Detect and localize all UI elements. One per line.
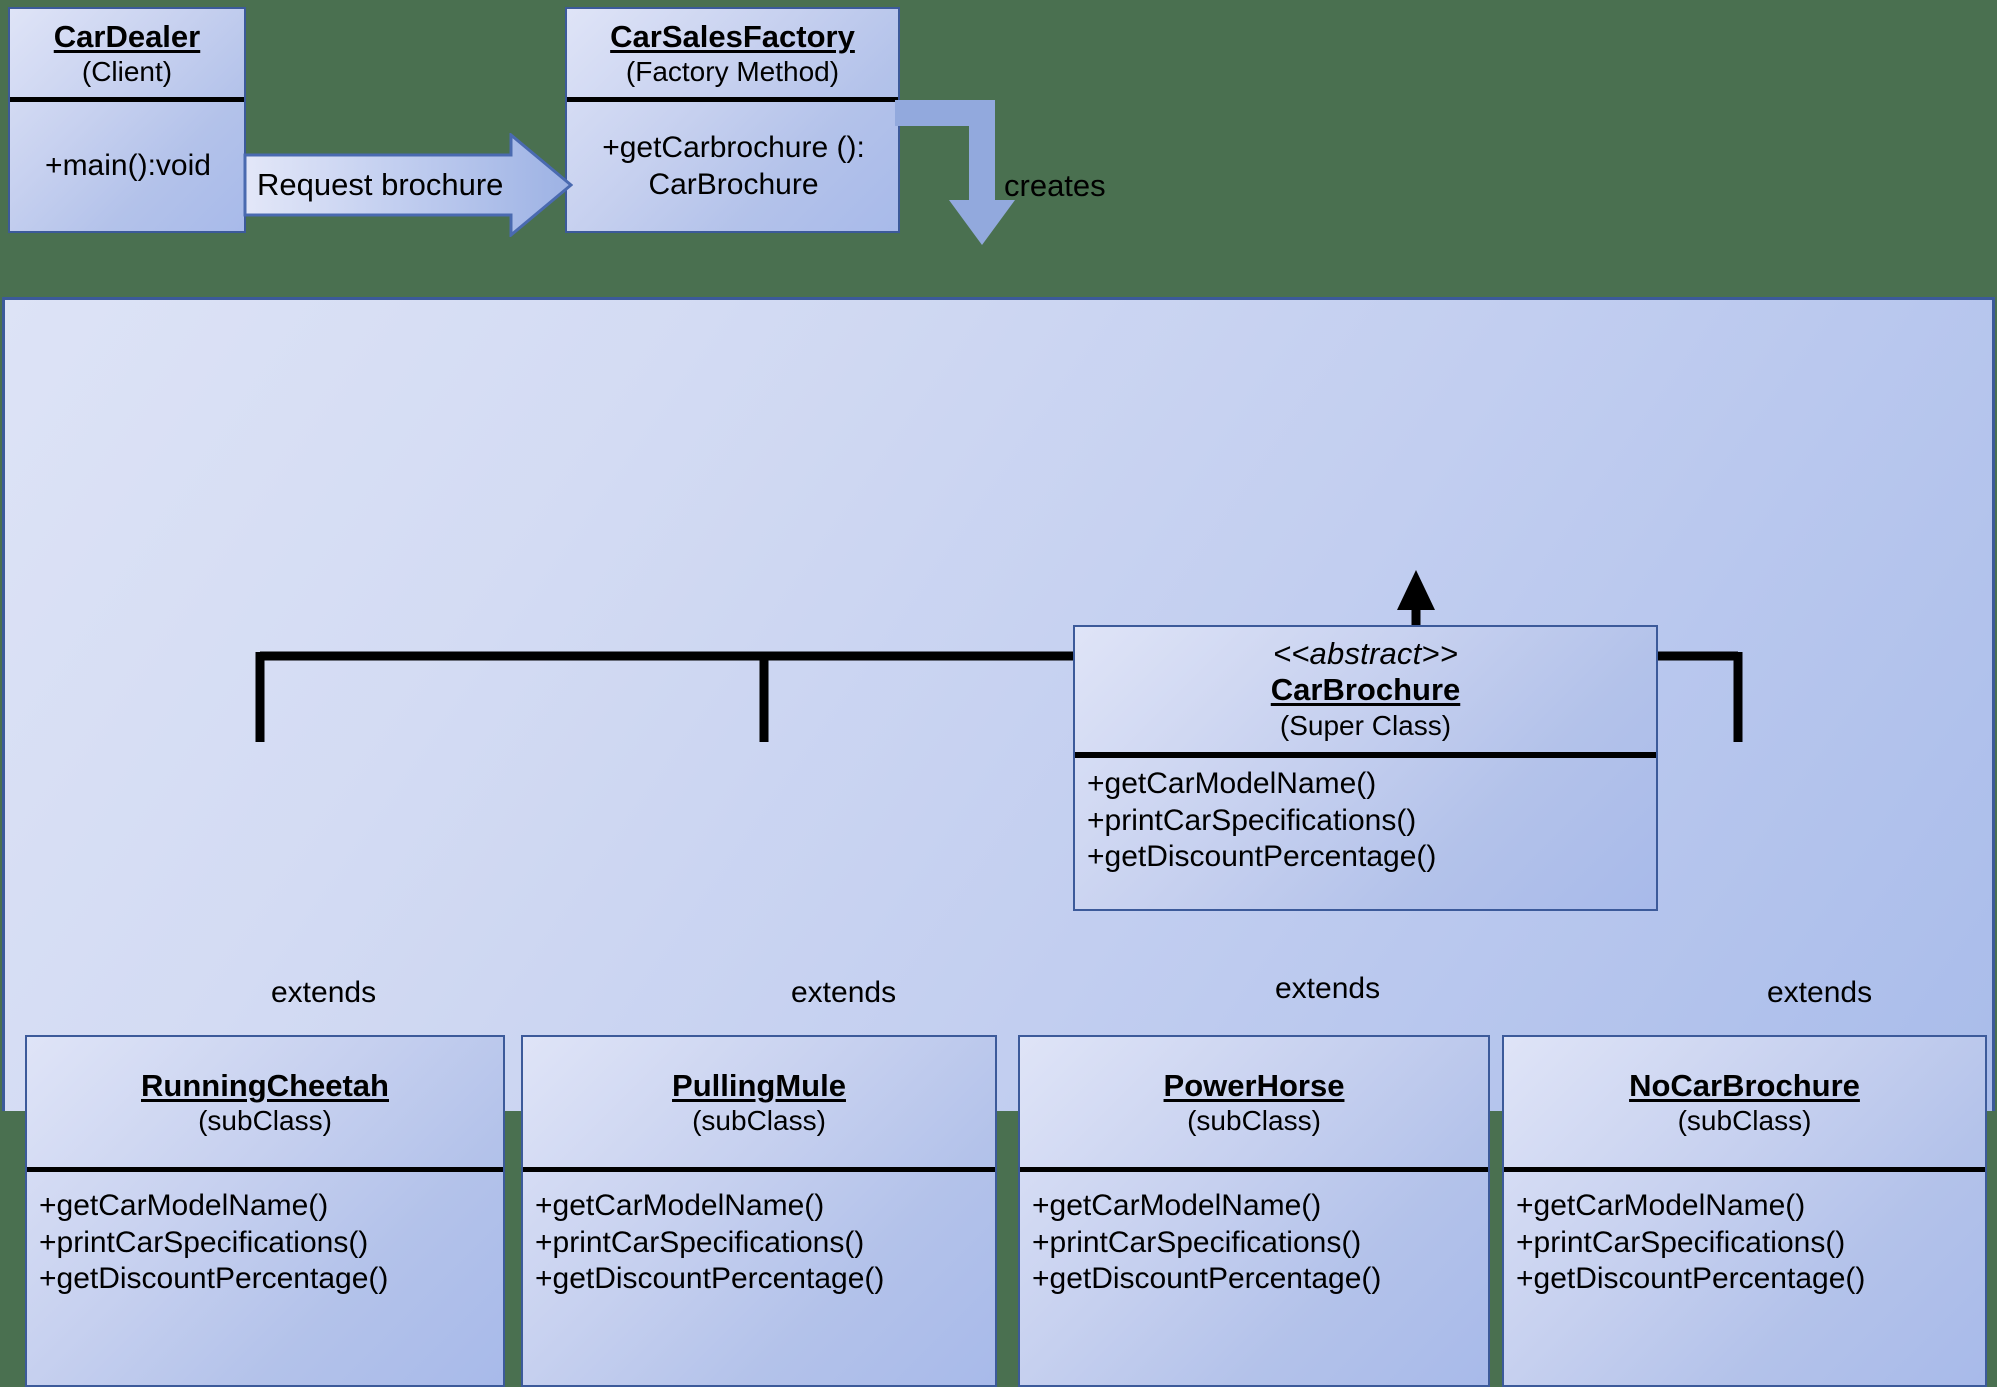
- extends-label-4: extends: [1767, 976, 1873, 1009]
- class-role-carbrochure: (Super Class): [1279, 709, 1452, 741]
- class-header-runningcheetah: RunningCheetah (subClass): [27, 1037, 503, 1172]
- class-member: +printCarSpecifications(): [39, 1225, 369, 1259]
- class-role-cardealer: (Client): [81, 55, 173, 87]
- class-header-carsalesfactory: CarSalesFactory (Factory Method): [567, 9, 898, 102]
- class-box-nocarbrochure[interactable]: NoCarBrochure (subClass) +getCarModelNam…: [1502, 1035, 1987, 1387]
- class-box-carsalesfactory[interactable]: CarSalesFactory (Factory Method) +getCar…: [565, 7, 900, 233]
- class-member: +getDiscountPercentage(): [535, 1262, 885, 1296]
- request-brochure-label: Request brochure: [257, 167, 504, 202]
- class-name-carsalesfactory: CarSalesFactory: [610, 18, 855, 54]
- class-member: +getCarModelName(): [1087, 767, 1377, 800]
- class-member: CarBrochure: [648, 167, 819, 201]
- class-member: +printCarSpecifications(): [1516, 1225, 1846, 1259]
- class-member: +printCarSpecifications(): [535, 1225, 865, 1259]
- class-members-powerhorse: +getCarModelName() +printCarSpecificatio…: [1020, 1172, 1488, 1385]
- extends-label-1: extends: [271, 976, 377, 1009]
- class-box-cardealer[interactable]: CarDealer (Client) +main():void: [8, 7, 246, 233]
- class-box-carbrochure[interactable]: <<abstract>> CarBrochure (Super Class) +…: [1073, 625, 1658, 911]
- class-role-nocarbrochure: (subClass): [1677, 1104, 1812, 1136]
- class-members-carbrochure: +getCarModelName() +printCarSpecificatio…: [1075, 758, 1656, 909]
- inheritance-arrowhead: [1397, 570, 1435, 610]
- extends-label-2: extends: [791, 976, 897, 1009]
- stereotype-abstract: <<abstract>>: [1272, 635, 1459, 671]
- diagram-canvas: extends extends extends extends <<abstra…: [2, 7, 1995, 1387]
- class-box-runningcheetah[interactable]: RunningCheetah (subClass) +getCarModelNa…: [25, 1035, 505, 1387]
- creates-arrow: [895, 100, 1095, 305]
- class-role-pullingmule: (subClass): [692, 1104, 826, 1136]
- request-brochure-arrow-shape: [243, 133, 573, 237]
- class-header-cardealer: CarDealer (Client): [10, 9, 244, 102]
- class-role-runningcheetah: (subClass): [198, 1104, 332, 1136]
- class-member: +getDiscountPercentage(): [1032, 1262, 1382, 1296]
- class-name-carbrochure: CarBrochure: [1270, 672, 1461, 708]
- class-member: +getCarModelName(): [1516, 1189, 1806, 1222]
- class-member: +printCarSpecifications(): [1032, 1225, 1362, 1259]
- class-members-cardealer: +main():void: [10, 102, 244, 231]
- class-members-pullingmule: +getCarModelName() +printCarSpecificatio…: [523, 1172, 995, 1385]
- class-members-runningcheetah: +getCarModelName() +printCarSpecificatio…: [27, 1172, 503, 1385]
- class-member: +getDiscountPercentage(): [1516, 1262, 1866, 1296]
- class-members-nocarbrochure: +getCarModelName() +printCarSpecificatio…: [1504, 1172, 1985, 1385]
- request-brochure-arrow: Request brochure: [243, 133, 573, 237]
- class-name-cardealer: CarDealer: [53, 18, 201, 54]
- class-member: +main():void: [45, 149, 211, 183]
- class-header-pullingmule: PullingMule (subClass): [523, 1037, 995, 1172]
- class-member: +getCarModelName(): [39, 1189, 329, 1222]
- class-member: +getCarModelName(): [1032, 1189, 1322, 1222]
- class-box-powerhorse[interactable]: PowerHorse (subClass) +getCarModelName()…: [1018, 1035, 1490, 1387]
- class-role-carsalesfactory: (Factory Method): [625, 55, 840, 87]
- class-member: +getCarbrochure ():: [602, 130, 865, 164]
- class-member: +getCarModelName(): [535, 1189, 825, 1222]
- package-panel: extends extends extends extends <<abstra…: [2, 297, 1995, 1387]
- class-members-carsalesfactory: +getCarbrochure (): CarBrochure: [567, 102, 898, 231]
- class-member: +printCarSpecifications(): [1087, 803, 1417, 837]
- class-header-powerhorse: PowerHorse (subClass): [1020, 1037, 1488, 1172]
- class-box-pullingmule[interactable]: PullingMule (subClass) +getCarModelName(…: [521, 1035, 997, 1387]
- creates-label: creates: [1004, 168, 1106, 203]
- class-name-nocarbrochure: NoCarBrochure: [1629, 1067, 1860, 1103]
- class-member: +getDiscountPercentage(): [39, 1262, 389, 1296]
- class-header-carbrochure: <<abstract>> CarBrochure (Super Class): [1075, 627, 1656, 758]
- class-name-powerhorse: PowerHorse: [1163, 1067, 1345, 1103]
- class-name-runningcheetah: RunningCheetah: [141, 1067, 389, 1103]
- class-header-nocarbrochure: NoCarBrochure (subClass): [1504, 1037, 1985, 1172]
- creates-arrow-shape: [895, 100, 1015, 245]
- class-name-pullingmule: PullingMule: [672, 1067, 846, 1103]
- extends-label-3: extends: [1275, 972, 1381, 1005]
- class-role-powerhorse: (subClass): [1187, 1104, 1321, 1136]
- class-member: +getDiscountPercentage(): [1087, 840, 1437, 874]
